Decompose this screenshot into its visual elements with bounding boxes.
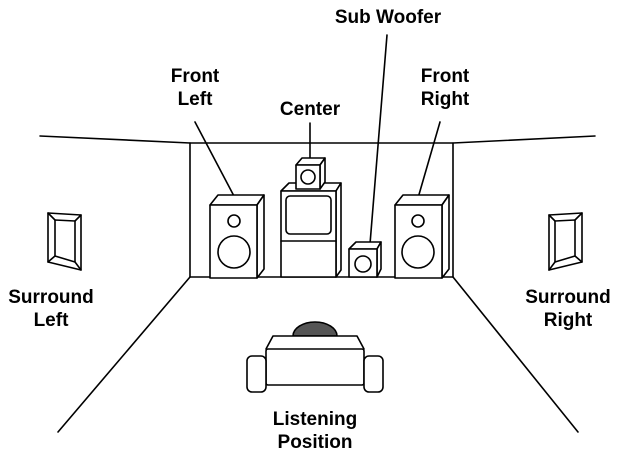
label-surround-right: Surround Right [525,287,611,331]
pointer-lines [194,34,441,245]
tv-stand [280,182,342,278]
listening-seat [246,321,384,393]
label-front-left: Front Left [170,66,220,110]
front-left-speaker [209,194,265,279]
subwoofer-speaker [348,241,382,278]
label-center: Center [279,99,341,120]
surround-left-speaker [47,212,82,271]
label-listening-position: Listening Position [272,409,358,453]
center-speaker [295,157,326,190]
front-right-speaker [394,194,450,279]
label-surround-left: Surround Left [8,287,94,331]
label-sub-woofer: Sub Woofer [334,7,442,28]
surround-right-speaker [548,212,583,271]
label-front-right: Front Right [420,66,470,110]
